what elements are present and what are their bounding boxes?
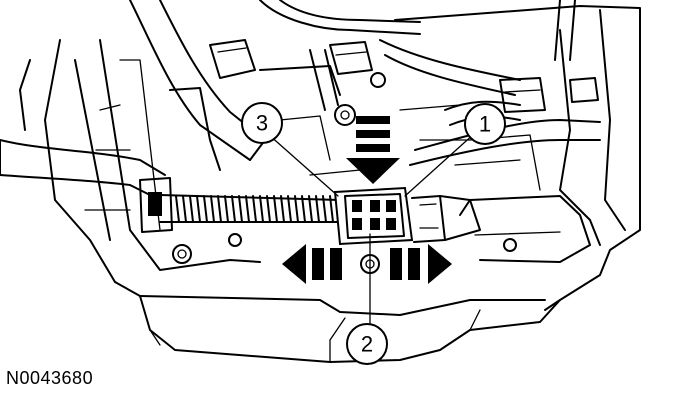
callout-1-label: 1: [479, 112, 491, 137]
top-sensors: [209, 39, 599, 113]
callout-2: 2: [346, 323, 388, 365]
conduit-rib: [203, 195, 208, 223]
conduit-rib: [231, 195, 236, 223]
left-arrow: [282, 244, 342, 284]
conduit-rib: [245, 195, 250, 223]
conduit-rib: [210, 195, 215, 223]
down-arrow: [346, 116, 400, 184]
conduit-rib: [301, 195, 306, 223]
hoses: [0, 0, 601, 196]
right-arrow: [390, 244, 452, 284]
conduit-rib: [182, 195, 187, 223]
conduit-rib: [175, 195, 180, 223]
conduit-rib: [217, 195, 222, 223]
conduit-rib: [322, 195, 327, 223]
conduit-rib: [259, 195, 264, 223]
conduit-rib: [189, 195, 194, 223]
conduit-rib: [266, 195, 271, 223]
callout-3: 3: [241, 102, 283, 144]
conduit-rib: [315, 195, 320, 223]
main-connector: [333, 186, 481, 246]
conduit-rib: [308, 195, 313, 223]
conduit-rib: [329, 195, 334, 223]
conduit-rib: [252, 195, 257, 223]
conduit-rib: [287, 195, 292, 223]
callout-2-label: 2: [361, 332, 373, 357]
wiring-conduit: [139, 177, 341, 233]
callout-3-label: 3: [256, 111, 268, 136]
conduit-rib: [196, 195, 201, 223]
conduit-rib: [224, 195, 229, 223]
conduit-rib: [273, 195, 278, 223]
figure-reference-code: N0043680: [6, 368, 94, 388]
conduit-rib: [238, 195, 243, 223]
conduit-rib: [280, 195, 285, 223]
callout-1: 1: [464, 103, 506, 145]
conduit-rib: [294, 195, 299, 223]
